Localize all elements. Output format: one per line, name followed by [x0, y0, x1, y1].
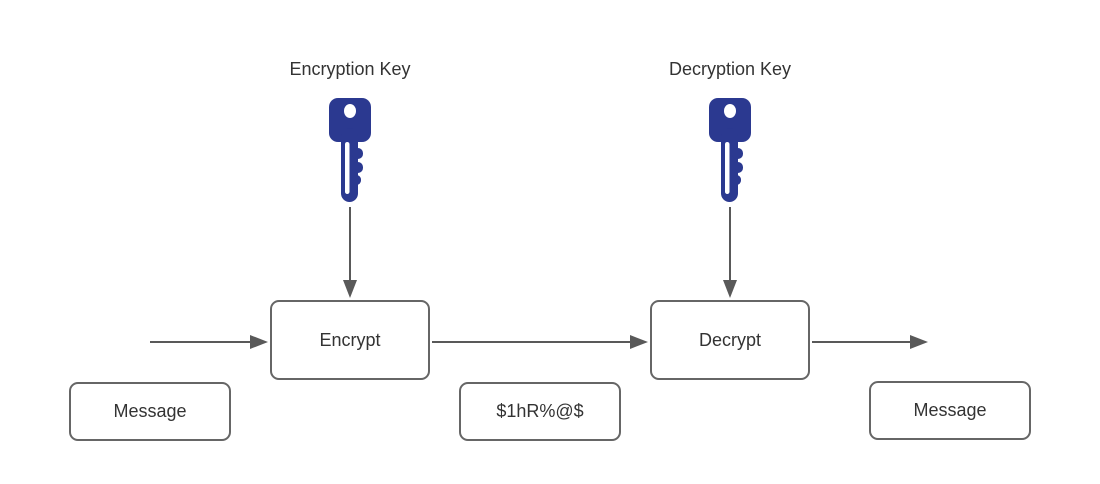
message-input-box: Message [69, 382, 231, 441]
arrow-encryption-key-to-encrypt [343, 207, 357, 298]
key-icon [709, 98, 751, 202]
arrow-into-encrypt [150, 335, 268, 349]
arrow-out-of-decrypt [812, 335, 928, 349]
ciphertext-box: $1hR%@$ [459, 382, 621, 441]
arrow-decryption-key-to-decrypt [723, 207, 737, 298]
message-input-label: Message [113, 401, 187, 421]
decrypt-box: Decrypt [650, 300, 810, 380]
message-output-box: Message [869, 381, 1031, 440]
decryption-key-label: Decryption Key [668, 59, 792, 79]
ciphertext-label: $1hR%@$ [496, 401, 584, 421]
message-output-label: Message [913, 400, 987, 420]
encryption-key-label: Encryption Key [289, 59, 411, 79]
encrypt-box: Encrypt [270, 300, 430, 380]
key-icon [329, 98, 371, 202]
arrow-encrypt-to-decrypt [432, 335, 648, 349]
decrypt-box-label: Decrypt [698, 329, 761, 350]
encrypt-box-label: Encrypt [319, 329, 381, 350]
